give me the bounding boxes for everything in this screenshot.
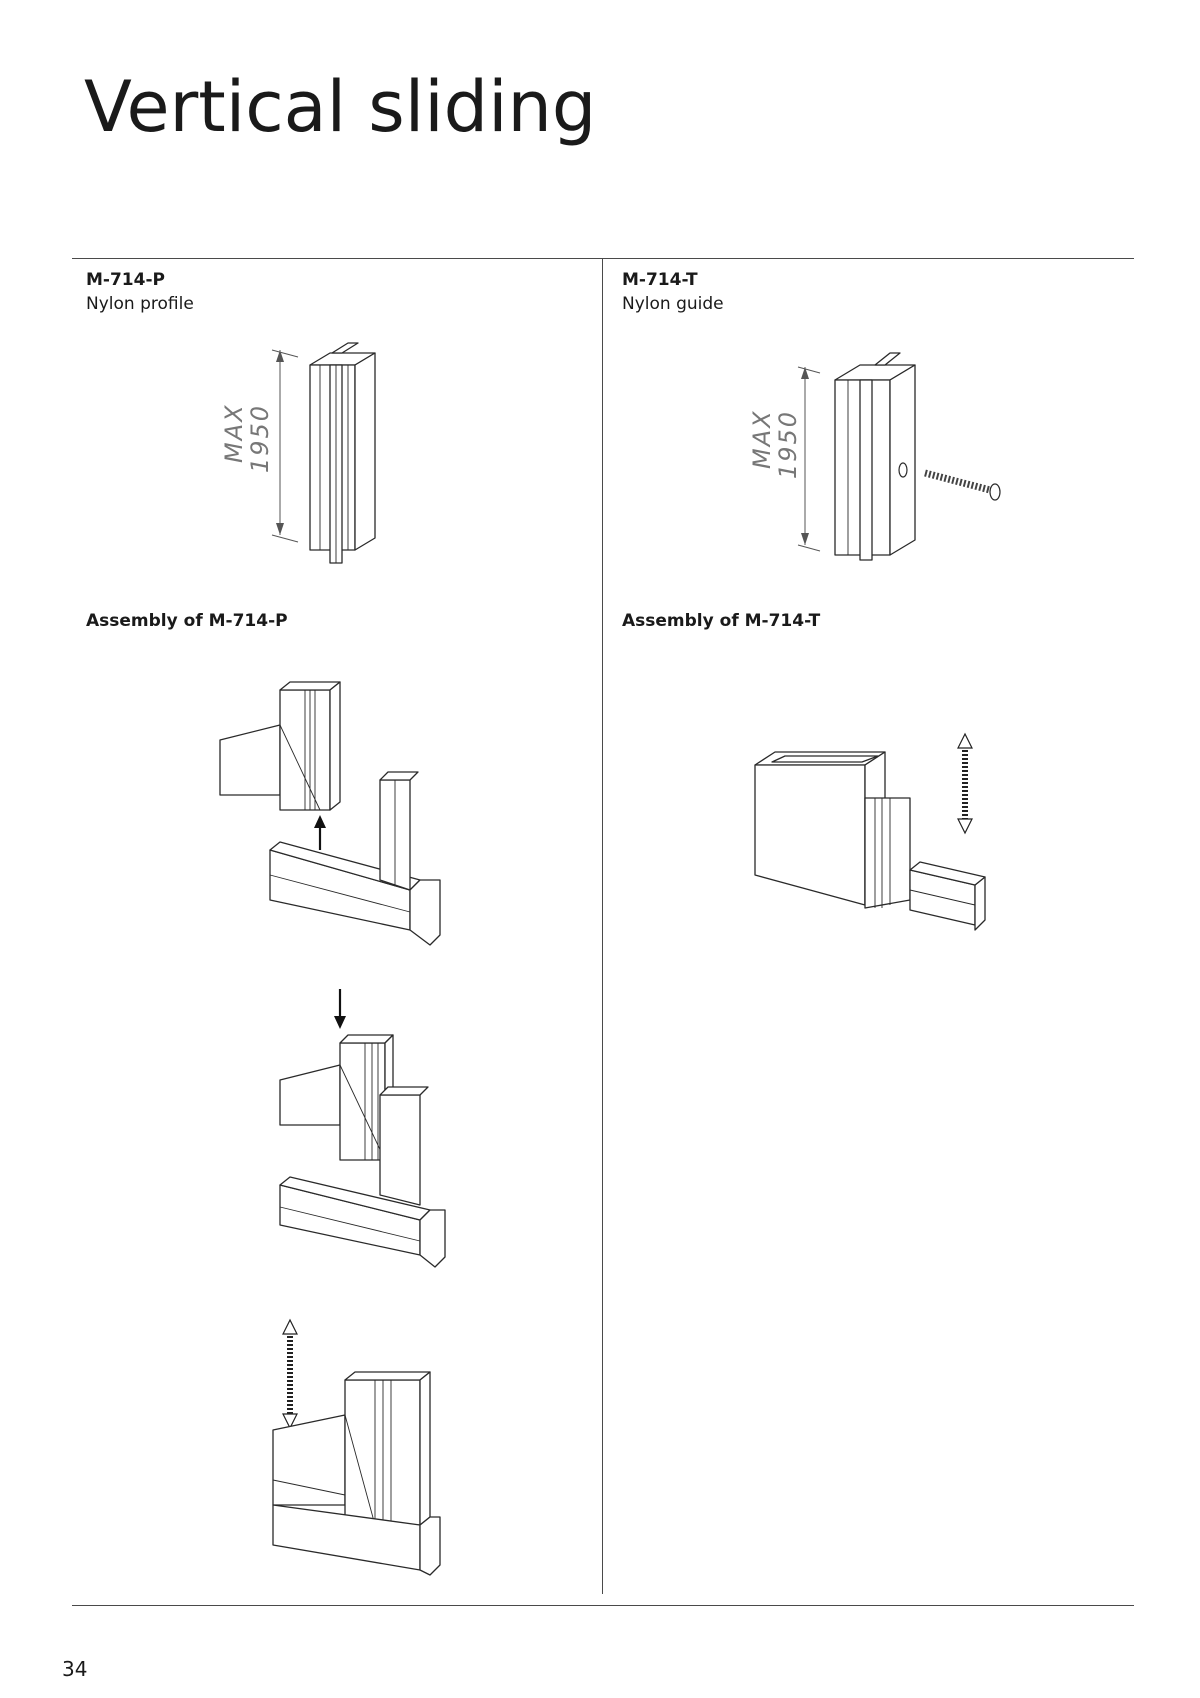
assembly-step-3-drawing <box>272 1318 441 1576</box>
left-dim-max: MAX <box>220 403 248 463</box>
page-title: Vertical sliding <box>84 66 597 148</box>
right-product-code: M-714-T <box>622 270 698 290</box>
right-dim-max: MAX <box>748 409 776 469</box>
nylon-guide-drawing: MAX 1950 <box>748 352 1001 561</box>
left-dim-value: 1950 <box>246 404 274 473</box>
left-product-code: M-714-P <box>86 270 165 290</box>
page-number: 34 <box>62 1657 88 1681</box>
left-product-name: Nylon profile <box>86 294 194 314</box>
bottom-divider <box>72 1605 1134 1606</box>
assembly-step-1-drawing <box>219 681 441 946</box>
column-divider <box>602 258 603 1594</box>
assembly-step-2-drawing <box>279 989 446 1268</box>
assembly-guide-drawing <box>754 732 986 931</box>
nylon-profile-drawing: MAX 1950 <box>220 342 376 564</box>
left-assembly-heading: Assembly of M-714-P <box>86 611 288 631</box>
top-divider <box>72 258 1134 259</box>
right-dim-value: 1950 <box>774 410 802 479</box>
right-product-name: Nylon guide <box>622 294 724 314</box>
right-assembly-heading: Assembly of M-714-T <box>622 611 821 631</box>
